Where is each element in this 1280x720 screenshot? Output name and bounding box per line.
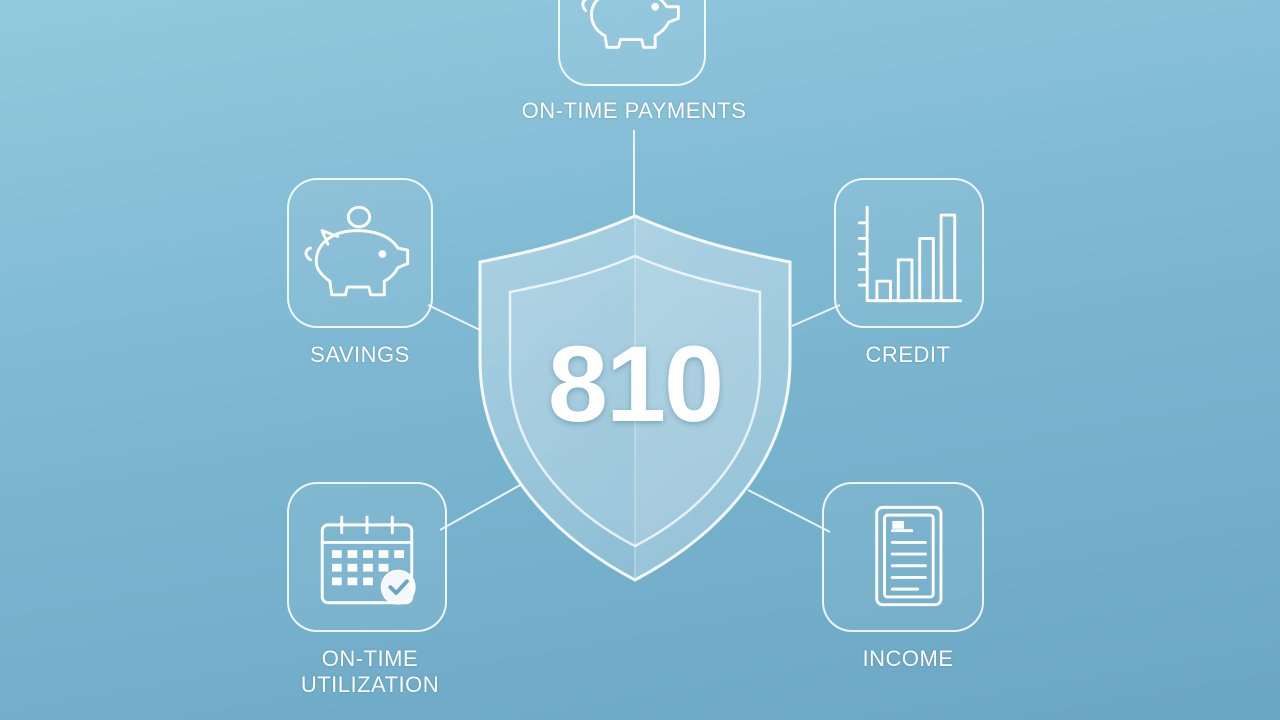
factor-node-right [834, 178, 984, 328]
credit-score-value: 810 [547, 323, 724, 444]
factor-label-top: ON-TIME PAYMENTS [521, 98, 747, 123]
bar-chart-icon [857, 205, 963, 303]
factor-label-right: CREDIT [865, 342, 951, 367]
piggy-bank-coin-icon [304, 205, 410, 297]
shield-icon [478, 214, 792, 582]
factor-node-top [558, 0, 706, 86]
factor-node-bottom-right [822, 482, 984, 632]
factor-label-bottom-left-line2: UTILIZATION [300, 672, 440, 698]
calendar-check-icon [320, 515, 416, 605]
factor-label-bottom-left-line1: ON-TIME [321, 646, 419, 671]
factor-label-left: SAVINGS [310, 342, 410, 367]
document-icon [875, 505, 943, 607]
factor-node-bottom-left [287, 482, 447, 632]
factor-label-bottom-right: INCOME [862, 646, 954, 671]
connector-right [791, 304, 841, 327]
piggy-bank-icon [581, 0, 680, 49]
connector-bottom-left [439, 483, 523, 531]
connector-left [427, 304, 481, 331]
factor-label-bottom-left: ON-TIME UTILIZATION [270, 646, 470, 699]
factor-node-left [287, 178, 433, 328]
connector-bottom-right [747, 489, 831, 533]
